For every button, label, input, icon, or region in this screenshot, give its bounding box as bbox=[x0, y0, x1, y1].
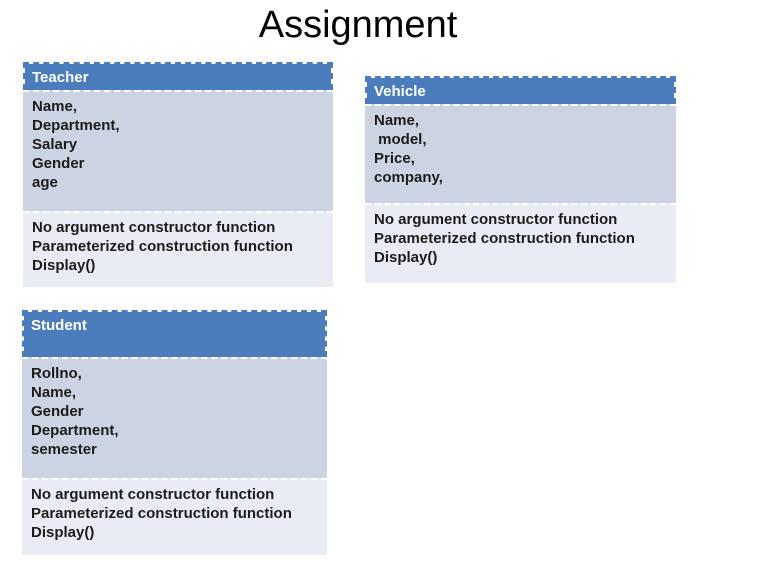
text-line: Parameterized construction function bbox=[374, 230, 635, 247]
text-line: age bbox=[32, 174, 58, 191]
class-box-student-title: Student bbox=[31, 317, 87, 334]
text-line: company, bbox=[374, 169, 443, 186]
text-line: Name, bbox=[31, 384, 77, 401]
text-line: Price, bbox=[374, 150, 415, 167]
text-line: No argument constructor function bbox=[32, 219, 276, 236]
text-line: Salary bbox=[32, 136, 78, 153]
text-line: Name, bbox=[374, 112, 420, 129]
text-line: Rollno, bbox=[31, 365, 82, 382]
class-box-vehicle: Vehicle Name, model, Price, company, No ar… bbox=[365, 76, 676, 283]
text-line: semester bbox=[31, 441, 97, 458]
text-line: Department, bbox=[31, 422, 119, 439]
text-line: No argument constructor function bbox=[374, 211, 618, 228]
text-line: Parameterized construction function bbox=[31, 505, 292, 522]
class-box-vehicle-title: Vehicle bbox=[374, 82, 426, 100]
class-box-student-header: Student bbox=[22, 310, 327, 357]
text-line: Department, bbox=[32, 117, 120, 134]
text-line: Name, bbox=[32, 98, 78, 115]
class-box-vehicle-header: Vehicle bbox=[365, 76, 676, 104]
text-line: model, bbox=[374, 131, 427, 148]
text-line: Display() bbox=[32, 257, 96, 274]
class-box-teacher-title: Teacher bbox=[32, 68, 89, 86]
text-line: Gender bbox=[31, 403, 84, 420]
slide-title: Assignment bbox=[258, 4, 458, 46]
class-box-teacher-header: Teacher bbox=[23, 62, 333, 90]
class-box-vehicle-attributes: Name, model, Price, company, bbox=[365, 104, 676, 203]
text-line: Parameterized construction function bbox=[32, 238, 293, 255]
text-line: No argument constructor function bbox=[31, 486, 275, 503]
text-line: Display() bbox=[31, 524, 95, 541]
text-line: Display() bbox=[374, 249, 438, 266]
text-line: Gender bbox=[32, 155, 85, 172]
